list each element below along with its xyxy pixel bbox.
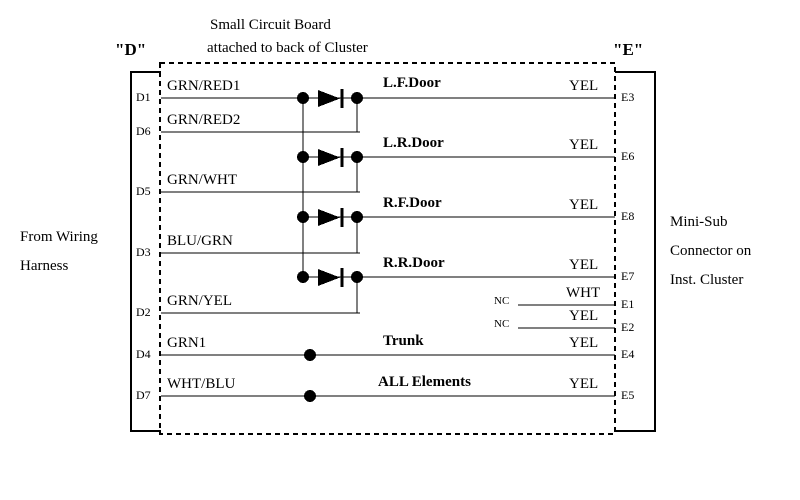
right-note-line-3: Inst. Cluster xyxy=(670,272,744,288)
junction-dot-rr-cathode xyxy=(351,271,363,283)
junction-dot-lf-cathode xyxy=(351,92,363,104)
wire-label-grn-wht: GRN/WHT xyxy=(167,172,237,188)
e-wire-label-e6: YEL xyxy=(569,137,599,153)
d-pin-label-d1: D1 xyxy=(136,90,151,104)
junction-dot-lr-cathode xyxy=(351,151,363,163)
diode-rf-door xyxy=(318,209,340,226)
e-wire-label-e4: YEL xyxy=(569,335,599,351)
signal-label-lr-door: L.R.Door xyxy=(383,135,444,151)
e-wire-label-e7: YEL xyxy=(569,257,599,273)
e-wire-label-e3: YEL xyxy=(569,78,599,94)
junction-dot-rf-anode xyxy=(297,211,309,223)
e-connector-caption: "E" xyxy=(613,40,644,59)
signal-label-trunk: Trunk xyxy=(383,333,424,349)
junction-dot-rr-anode xyxy=(297,271,309,283)
left-note-line-1: From Wiring xyxy=(20,229,98,245)
nc-label-e1: NC xyxy=(494,295,510,307)
diode-lr-door xyxy=(318,149,340,166)
wire-label-blu-grn: BLU/GRN xyxy=(167,233,233,249)
e-pin-label-e3: E3 xyxy=(621,90,635,104)
signal-label-rr-door: R.R.Door xyxy=(383,255,445,271)
left-note-line-2: Harness xyxy=(20,258,69,274)
circuit-board-dashed-boundary xyxy=(159,62,616,435)
e-pin-label-e1: E1 xyxy=(621,297,635,311)
right-note-line-1: Mini-Sub xyxy=(670,214,728,230)
e-pin-label-e4: E4 xyxy=(621,347,635,361)
e-wire-label-e1: WHT xyxy=(566,285,601,301)
page-title-line-2: attached to back of Cluster xyxy=(207,40,368,56)
d-connector-caption: "D" xyxy=(115,40,147,59)
e-pin-label-e5: E5 xyxy=(621,388,635,402)
signal-label-rf-door: R.F.Door xyxy=(383,195,442,211)
e-pin-label-e7: E7 xyxy=(621,269,635,283)
signal-label-all-elements: ALL Elements xyxy=(378,374,471,390)
junction-dot-rf-cathode xyxy=(351,211,363,223)
d-pin-label-d2: D2 xyxy=(136,305,151,319)
page-title-line-1: Small Circuit Board xyxy=(210,17,331,33)
junction-dot-all-elem xyxy=(304,390,316,402)
d-pin-label-d4: D4 xyxy=(136,347,151,361)
e-pin-label-e8: E8 xyxy=(621,209,635,223)
wire-label-wht-blu: WHT/BLU xyxy=(167,376,236,392)
d-pin-label-d6: D6 xyxy=(136,124,151,138)
nc-label-e2: NC xyxy=(494,318,510,330)
e-pin-label-e6: E6 xyxy=(621,149,635,163)
wire-label-grn-yel: GRN/YEL xyxy=(167,293,232,309)
d-connector-box xyxy=(130,71,161,432)
d-pin-label-d7: D7 xyxy=(136,388,151,402)
e-pin-label-e2: E2 xyxy=(621,320,635,334)
diode-rr-door xyxy=(318,269,340,286)
d-pin-label-d5: D5 xyxy=(136,184,151,198)
e-wire-label-e2: YEL xyxy=(569,308,599,324)
junction-dot-trunk xyxy=(304,349,316,361)
wire-label-grn-red2: GRN/RED2 xyxy=(167,112,241,128)
signal-label-lf-door: L.F.Door xyxy=(383,75,441,91)
e-connector-box xyxy=(615,71,656,432)
diode-lf-door xyxy=(318,90,340,107)
junction-dot-lr-anode xyxy=(297,151,309,163)
wire-label-grn1: GRN1 xyxy=(167,335,207,351)
junction-dot-lf-anode xyxy=(297,92,309,104)
wire-label-grn-red1: GRN/RED1 xyxy=(167,78,241,94)
right-note-line-2: Connector on xyxy=(670,243,752,259)
e-wire-label-e5: YEL xyxy=(569,376,599,392)
d-pin-label-d3: D3 xyxy=(136,245,151,259)
e-wire-label-e8: YEL xyxy=(569,197,599,213)
